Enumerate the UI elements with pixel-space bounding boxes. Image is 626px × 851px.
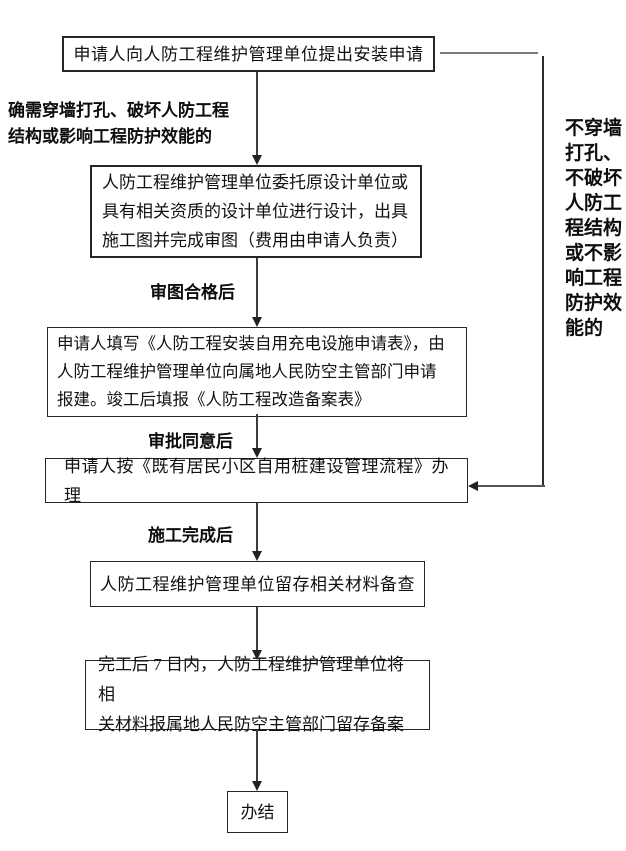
bypass-line-vertical — [542, 56, 544, 486]
flow-node-report-build: 申请人填写《人防工程安装自用充电设施申请表》，由 人防工程维护管理单位向属地人民… — [47, 327, 467, 417]
arrowhead-down-3 — [252, 448, 262, 458]
arrowhead-down-2 — [252, 317, 262, 327]
flow-node-keep-materials: 人防工程维护管理单位留存相关材料备查 — [90, 561, 425, 607]
arrow-line-1 — [256, 72, 258, 155]
bypass-line-top — [440, 52, 538, 54]
edge-label-after-approval: 审批同意后 — [148, 432, 233, 452]
flow-node-apply: 申请人向人防工程维护管理单位提出安装申请 — [62, 36, 435, 72]
arrow-line-6 — [256, 730, 258, 781]
flow-node-done: 办结 — [227, 791, 288, 833]
arrow-line-3 — [256, 414, 258, 448]
arrowhead-left-bypass — [468, 481, 478, 491]
arrowhead-down-1 — [252, 155, 262, 165]
arrowhead-down-6 — [252, 781, 262, 791]
bypass-line-bottom — [477, 485, 545, 487]
arrow-line-5 — [256, 607, 258, 650]
arrow-line-2 — [256, 258, 258, 317]
flow-node-design: 人防工程维护管理单位委托原设计单位或 具有相关资质的设计单位进行设计，出具 施工… — [90, 165, 422, 258]
arrow-line-4 — [256, 503, 258, 551]
edge-label-right-condition: 不穿墙 打孔、 不破坏 人防工 程结构 或不影 响工程 防护效 能的 — [565, 117, 623, 339]
arrowhead-down-4 — [252, 551, 262, 561]
flow-node-file-record: 完工后 7 日内，人防工程维护管理单位将相 关材料报属地人民防空主管部门留存备案 — [85, 655, 430, 734]
flow-node-follow-process: 申请人按《既有居民小区自用桩建设管理流程》办理 — [45, 457, 468, 505]
edge-label-after-construction: 施工完成后 — [148, 526, 233, 546]
edge-label-after-drawing-review: 审图合格后 — [150, 283, 235, 303]
arrowhead-down-5 — [252, 650, 262, 660]
edge-label-left-condition: 确需穿墙打孔、破坏人防工程 结构或影响工程防护效能的 — [8, 101, 229, 147]
